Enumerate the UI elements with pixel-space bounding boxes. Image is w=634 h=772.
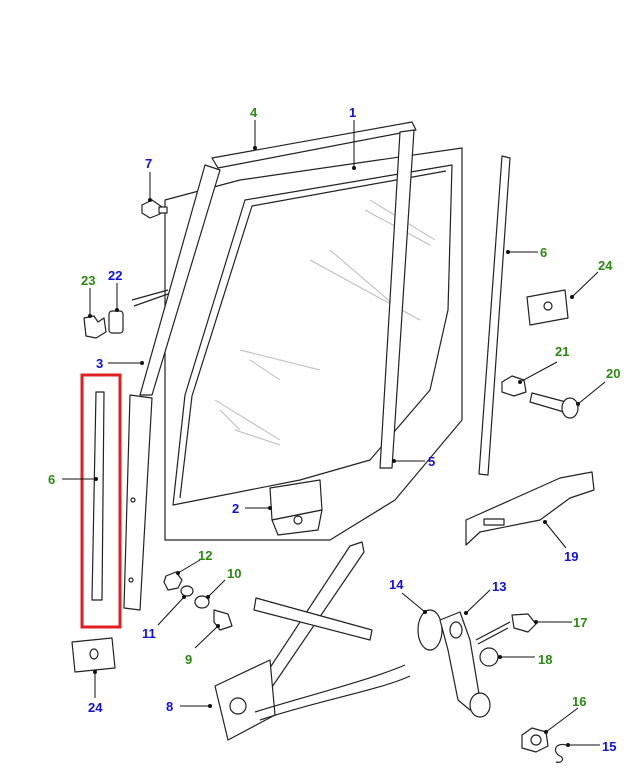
part-7-screw[interactable]: [141, 199, 168, 219]
callout-12[interactable]: 12: [198, 548, 212, 563]
callout-23[interactable]: 23: [81, 273, 95, 288]
part-19-interior-handle[interactable]: [465, 471, 595, 546]
part-15-clip[interactable]: [554, 743, 567, 763]
callout-2[interactable]: 2: [232, 501, 239, 516]
part-12-nut[interactable]: [163, 571, 183, 591]
callout-19[interactable]: 19: [564, 549, 578, 564]
callout-10[interactable]: 10: [227, 566, 241, 581]
callout-17[interactable]: 17: [573, 615, 587, 630]
callout-21[interactable]: 21: [555, 344, 569, 359]
callout-9[interactable]: 9: [185, 652, 192, 667]
part-6-strip-right[interactable]: [478, 155, 511, 476]
callout-6-right[interactable]: 6: [540, 245, 547, 260]
part-4-frame-top[interactable]: [211, 121, 417, 169]
callout-5[interactable]: 5: [428, 454, 435, 469]
callout-24-right[interactable]: 24: [598, 258, 613, 273]
part-23-clip[interactable]: [83, 315, 107, 339]
callout-18[interactable]: 18: [538, 652, 552, 667]
part-2-glass-channel[interactable]: [269, 479, 323, 536]
part-17-screw[interactable]: [511, 613, 537, 633]
part-8-window-regulator[interactable]: [214, 541, 411, 741]
part-11-washer[interactable]: [180, 585, 194, 597]
callout-24-left[interactable]: 24: [88, 700, 103, 715]
part-24-pad-right[interactable]: [526, 289, 569, 326]
part-20-screw[interactable]: [529, 392, 579, 419]
callout-13[interactable]: 13: [492, 579, 506, 594]
part-16-nut[interactable]: [521, 727, 549, 753]
part-18-cap[interactable]: [479, 647, 499, 667]
callout-11[interactable]: 11: [142, 626, 156, 641]
callout-4[interactable]: 4: [250, 105, 258, 120]
callout-14[interactable]: 14: [389, 577, 404, 592]
callout-8[interactable]: 8: [166, 699, 173, 714]
callout-22[interactable]: 22: [108, 268, 122, 283]
callout-7[interactable]: 7: [145, 156, 152, 171]
callouts: 1 4 7 23 22 3 6 6 24 21 20 5 2 19 12 10 …: [48, 105, 620, 754]
part-24-pad-left[interactable]: [71, 637, 116, 673]
part-6-strip-left[interactable]: [80, 373, 122, 629]
part-14-bezel[interactable]: [417, 609, 443, 651]
callout-3[interactable]: 3: [96, 356, 103, 371]
part-3-frame-channel[interactable]: [123, 164, 221, 611]
leader-lines: [62, 120, 606, 747]
callout-20[interactable]: 20: [606, 366, 620, 381]
part-22-clip[interactable]: [108, 310, 124, 334]
part-10-washer[interactable]: [194, 595, 210, 609]
callout-16[interactable]: 16: [572, 694, 586, 709]
part-13-winder-handle[interactable]: [439, 611, 491, 718]
part-5-run-channel[interactable]: [379, 129, 415, 469]
callout-6-left[interactable]: 6: [48, 472, 55, 487]
highlight-box: [80, 373, 122, 629]
callout-1[interactable]: 1: [349, 105, 356, 120]
part-21-nut[interactable]: [501, 375, 527, 397]
callout-15[interactable]: 15: [602, 739, 616, 754]
